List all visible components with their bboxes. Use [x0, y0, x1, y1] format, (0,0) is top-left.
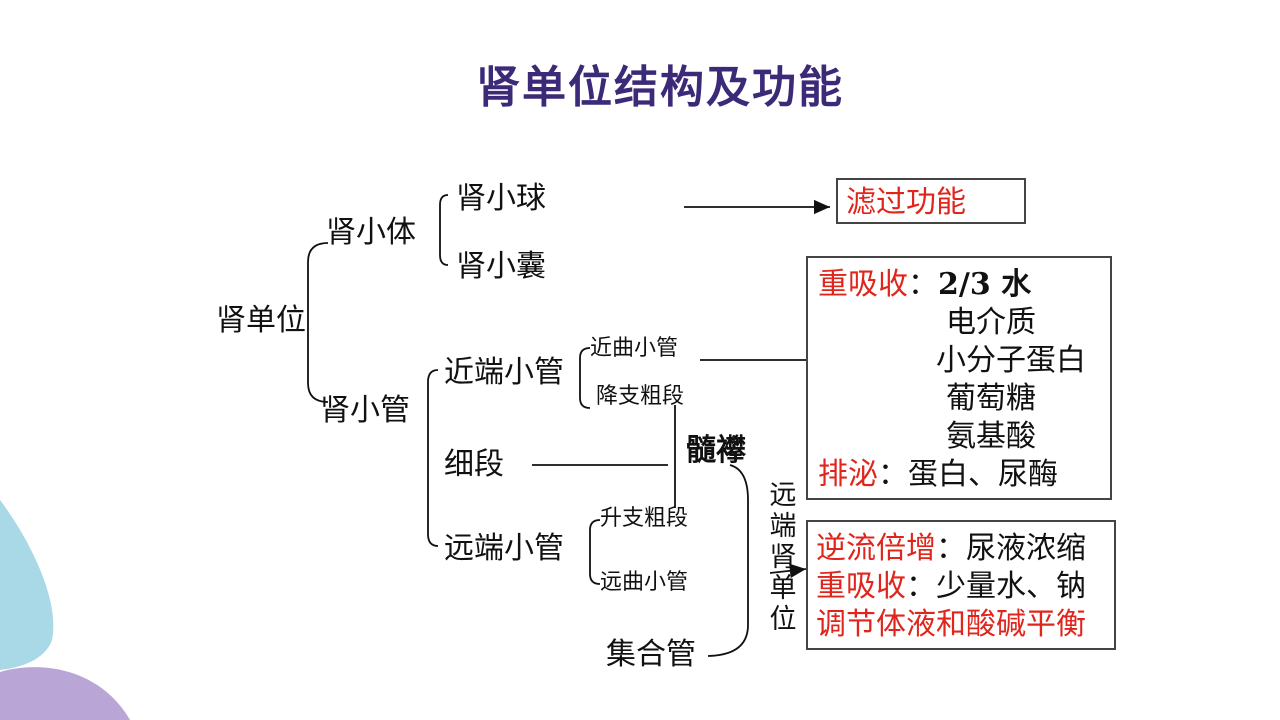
reabsorb-colon: ： — [908, 267, 938, 302]
node-distal-nephron: 远端肾单位 — [769, 480, 797, 636]
arrow-distal — [769, 563, 807, 578]
bracket-proximal — [579, 347, 591, 409]
node-distal-tubule: 远端小管 — [444, 531, 564, 566]
distal-row-3: 调节体液和酸碱平衡 — [816, 607, 1086, 642]
reabsorb-label: 重吸收 — [818, 267, 908, 302]
reabsorb-item-electrolyte: 电介质 — [946, 305, 1036, 340]
reabsorb-item-amino-acid: 氨基酸 — [946, 419, 1036, 454]
box-filtration: 滤过功能 — [836, 178, 1026, 224]
node-renal-corpuscle: 肾小体 — [326, 215, 416, 250]
reabsorb-item-water: 2/3 水 — [938, 267, 1032, 302]
decor-blue-shape — [0, 500, 54, 670]
countercurrent-text: 尿液浓缩 — [966, 531, 1086, 566]
node-proximal-convoluted: 近曲小管 — [590, 336, 679, 361]
node-descending-thick: 降支粗段 — [596, 384, 685, 409]
node-proximal-tubule: 近端小管 — [444, 355, 564, 390]
node-thin-segment: 细段 — [444, 447, 504, 482]
decor-purple-shape — [0, 667, 130, 720]
reabsorb-item-glucose: 葡萄糖 — [946, 381, 1036, 416]
excrete-colon: ： — [878, 457, 908, 492]
node-bowman-capsule: 肾小囊 — [456, 249, 546, 284]
excrete-text: 蛋白、尿酶 — [908, 457, 1058, 492]
node-renal-tubule: 肾小管 — [320, 393, 410, 428]
node-collecting-duct: 集合管 — [606, 637, 696, 672]
bracket-corpuscle — [439, 194, 449, 266]
bracket-tubule — [427, 369, 439, 547]
node-nephron: 肾单位 — [216, 303, 306, 338]
distal-reabsorb-colon: ： — [906, 569, 936, 604]
box-proximal-function: 重吸收：2/3 水 电介质 小分子蛋白 葡萄糖 氨基酸 排泌：蛋白、尿酶 — [806, 256, 1112, 500]
node-distal-convoluted: 远曲小管 — [600, 570, 689, 595]
countercurrent-colon: ： — [936, 531, 966, 566]
collecting-duct-curve — [707, 464, 749, 657]
node-medullary-loop: 髓襻 — [686, 433, 746, 468]
countercurrent-label: 逆流倍增 — [816, 531, 936, 566]
node-glomerulus: 肾小球 — [456, 181, 546, 216]
page-title: 肾单位结构及功能 — [476, 62, 844, 113]
excrete-row: 排泌：蛋白、尿酶 — [818, 460, 1058, 490]
bracket-nephron — [307, 242, 329, 403]
box-distal-function: 逆流倍增：尿液浓缩 重吸收：少量水、钠 调节体液和酸碱平衡 — [806, 520, 1116, 650]
distal-reabsorb-label: 重吸收 — [816, 569, 906, 604]
reabsorb-item-small-protein: 小分子蛋白 — [936, 343, 1086, 378]
node-ascending-thick: 升支粗段 — [600, 506, 689, 531]
distal-row-2: 重吸收：少量水、钠 — [816, 572, 1086, 602]
reabsorb-row: 重吸收：2/3 水 — [818, 270, 1031, 300]
distal-row-1: 逆流倍增：尿液浓缩 — [816, 534, 1086, 564]
bracket-distal — [589, 519, 601, 585]
distal-reabsorb-text: 少量水、钠 — [936, 569, 1086, 604]
excrete-label: 排泌 — [818, 457, 878, 492]
filtration-text: 滤过功能 — [846, 185, 966, 220]
